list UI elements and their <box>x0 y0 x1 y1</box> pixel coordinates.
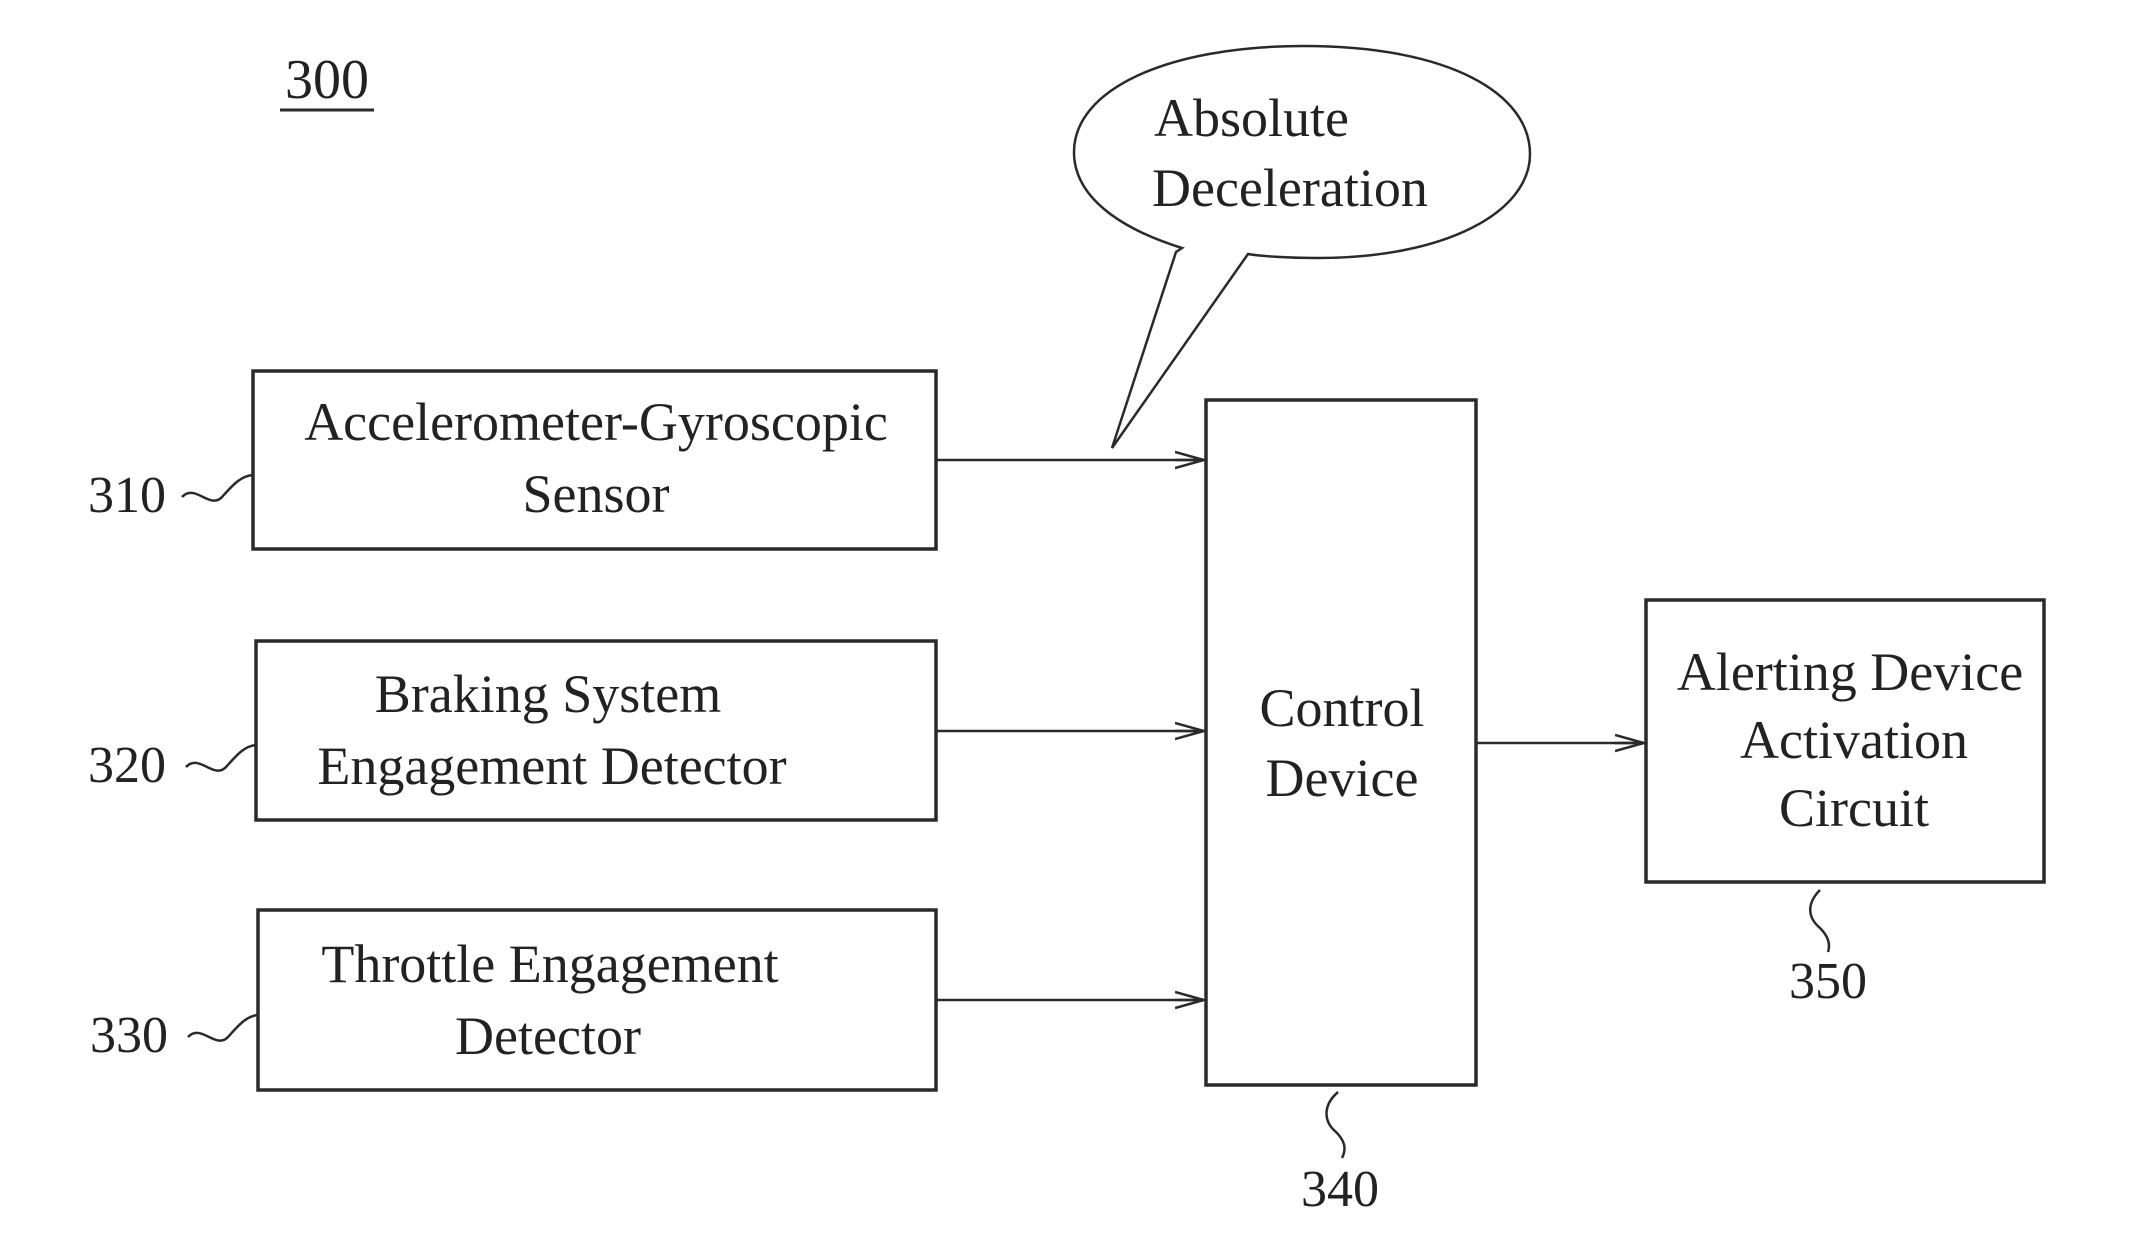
throttle-ref-leader <box>188 1015 258 1041</box>
throttle-ref-number: 330 <box>90 1007 168 1064</box>
alerting-label-line1: Alerting Device <box>1677 642 2023 702</box>
alerting-label-line3: Circuit <box>1779 778 1929 838</box>
braking-ref-leader <box>186 745 256 771</box>
sensor-label-line1: Accelerometer-Gyroscopic <box>304 392 888 452</box>
figure-number: 300 <box>285 49 369 111</box>
sensor-block: Accelerometer-Gyroscopic Sensor <box>253 371 936 549</box>
deceleration-callout: Absolute Deceleration <box>1074 46 1530 448</box>
alerting-ref-number: 350 <box>1789 953 1867 1010</box>
sensor-ref-leader <box>182 475 253 501</box>
control-device-label-line2: Device <box>1266 748 1419 808</box>
braking-block: Braking System Engagement Detector <box>256 641 936 820</box>
throttle-block: Throttle Engagement Detector <box>258 910 936 1090</box>
control-device-box <box>1206 400 1476 1085</box>
sensor-label-line2: Sensor <box>523 464 670 524</box>
control-device-label-line1: Control <box>1259 678 1424 738</box>
braking-label-line1: Braking System <box>375 664 722 724</box>
alerting-ref-leader <box>1810 890 1829 952</box>
braking-ref-number: 320 <box>88 737 166 794</box>
sensor-ref-number: 310 <box>88 467 166 524</box>
throttle-label-line1: Throttle Engagement <box>321 934 778 994</box>
control-device-ref-leader <box>1327 1092 1345 1158</box>
control-device-ref-number: 340 <box>1301 1161 1379 1218</box>
braking-label-line2: Engagement Detector <box>317 736 786 796</box>
callout-label-line1: Absolute <box>1154 88 1349 148</box>
alerting-label-line2: Activation <box>1740 710 1968 770</box>
control-device-block: Control Device <box>1206 400 1476 1085</box>
throttle-label-line2: Detector <box>455 1006 641 1066</box>
callout-label-line2: Deceleration <box>1152 158 1428 218</box>
alerting-circuit-block: Alerting Device Activation Circuit <box>1646 600 2044 882</box>
